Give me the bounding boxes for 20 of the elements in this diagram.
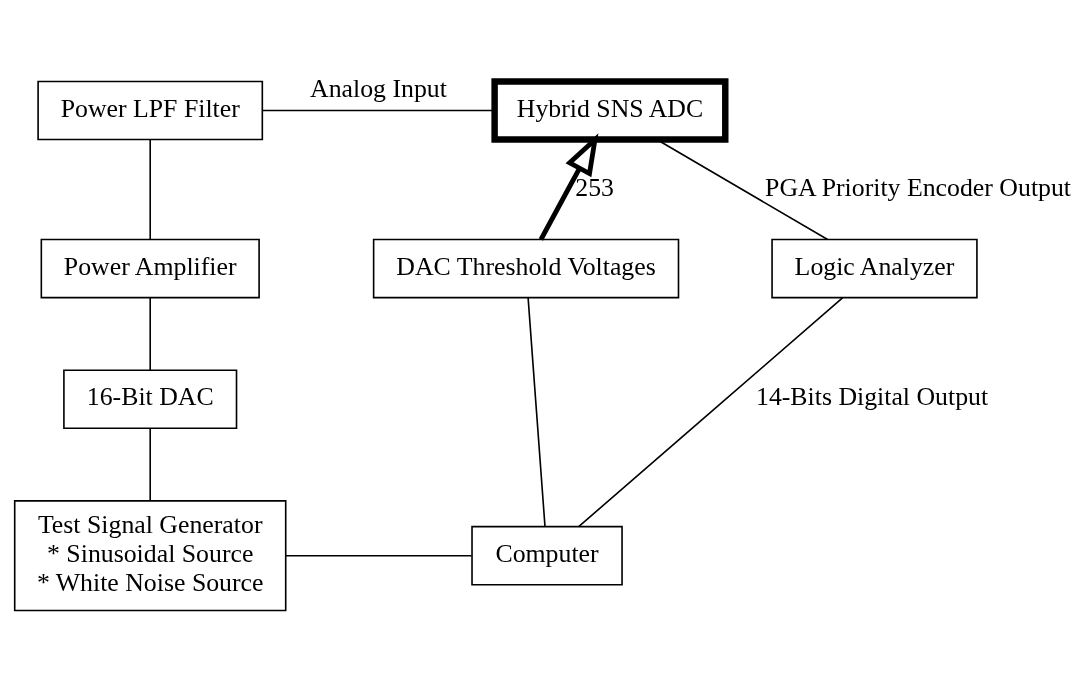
- connector: [149, 297, 151, 371]
- node-box: Power Amplifier: [40, 238, 260, 299]
- node-box: Power LPF Filter: [37, 80, 264, 141]
- connector: [285, 554, 473, 557]
- connector: [577, 297, 844, 528]
- connector: [527, 297, 546, 528]
- node-box: Logic Analyzer: [771, 238, 978, 299]
- arrow: [538, 133, 599, 241]
- node-box: DAC Threshold Voltages: [372, 238, 680, 299]
- edge-label: PGA Priority Encoder Output: [765, 172, 1072, 202]
- connector: [261, 109, 495, 112]
- connector: [149, 138, 151, 241]
- node-box: Computer: [471, 525, 623, 586]
- edge-label: 253: [575, 172, 614, 202]
- edge-label: 14-Bits Digital Output: [755, 382, 989, 412]
- connector: [149, 428, 151, 502]
- node-box: Test Signal Generator * Sinusoidal Source * White Noise Source: [13, 500, 287, 612]
- node-box: Hybrid SNS ADC: [491, 78, 729, 143]
- node-box: 16-Bit DAC: [63, 369, 238, 430]
- edge-label: Analog Input: [310, 74, 447, 104]
